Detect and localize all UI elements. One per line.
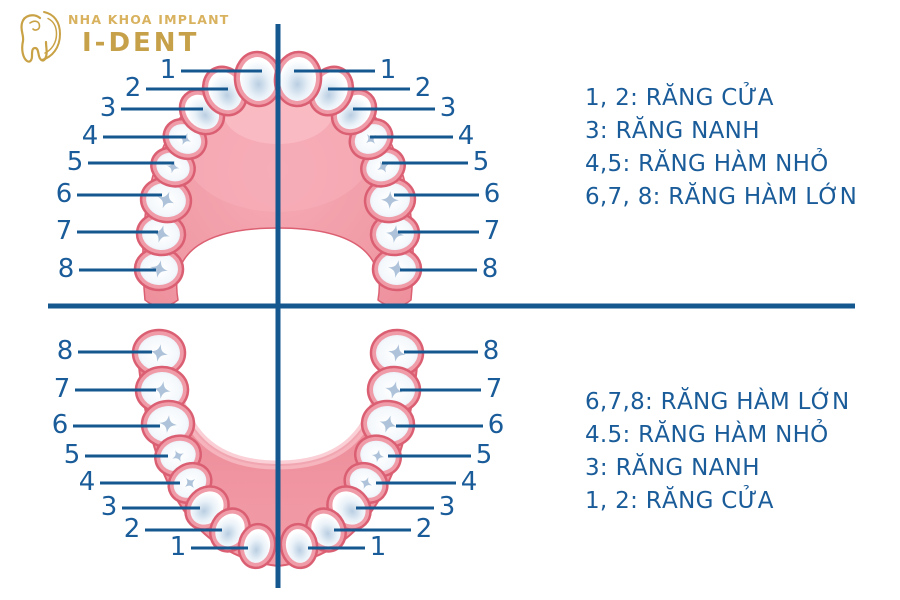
- tooth-fissure-icon: [179, 133, 191, 145]
- tooth-number-lower-left-7: 7: [54, 374, 71, 404]
- tooth-fissure-icon: [153, 381, 171, 399]
- tooth-number-lower-left-2: 2: [124, 514, 141, 544]
- tooth-number-lower-right-5: 5: [476, 440, 493, 470]
- tooth-crown: [279, 57, 317, 101]
- legend-line: 6,7, 8: RĂNG HÀM LỚN: [585, 184, 858, 210]
- tooth-fissure-icon: [377, 161, 389, 173]
- tooth-crown: [215, 513, 245, 547]
- tooth-number-lower-right-2: 2: [416, 514, 433, 544]
- tooth-fissure-icon: [388, 260, 406, 278]
- tooth-number-upper-right-5: 5: [473, 147, 490, 177]
- tooth-fissure-icon: [166, 160, 180, 174]
- tooth-number-lower-left-1: 1: [170, 532, 187, 562]
- tooth-fissure-icon: [371, 449, 385, 463]
- tooth-upper-right-8: [371, 246, 423, 292]
- tooth-lower-left-1: [237, 522, 277, 570]
- tooth-number-upper-left-8: 8: [58, 254, 75, 284]
- brand-tagline: NHA KHOA IMPLANT: [68, 12, 230, 27]
- tooth-number-upper-left-7: 7: [56, 216, 73, 246]
- brand-logo: NHA KHOA IMPLANT I-DENT: [10, 4, 240, 66]
- tooth-crown: [311, 513, 341, 547]
- tooth-number-upper-left-1: 1: [160, 55, 177, 85]
- tooth-number-lower-right-8: 8: [483, 336, 500, 366]
- tooth-fissure-icon: [184, 477, 196, 489]
- tooth-fissure-icon: [381, 191, 399, 209]
- tooth-fissure-icon: [152, 225, 170, 243]
- tooth-fissure-icon: [150, 260, 168, 278]
- legend-line: 1, 2: RĂNG CỬA: [585, 85, 774, 111]
- tooth-number-lower-left-3: 3: [101, 492, 118, 522]
- tooth-fissure-icon: [388, 344, 406, 362]
- tooth-upper-left-1: [233, 50, 283, 108]
- tooth-crown: [243, 529, 271, 563]
- tooth-fissure-icon: [150, 344, 168, 362]
- legend-line: 4,5: RĂNG HÀM NHỎ: [585, 151, 829, 177]
- tooth-fissure-icon: [159, 415, 177, 433]
- tooth-number-upper-left-4: 4: [82, 121, 99, 151]
- tooth-logo-icon: [20, 11, 62, 63]
- tooth-number-upper-right-4: 4: [458, 121, 475, 151]
- tooth-number-upper-left-5: 5: [67, 147, 84, 177]
- tooth-number-lower-right-7: 7: [486, 374, 503, 404]
- tooth-fissure-icon: [172, 450, 184, 462]
- tooth-number-lower-right-4: 4: [461, 467, 478, 497]
- tooth-number-upper-right-7: 7: [484, 216, 501, 246]
- tooth-crown: [285, 529, 313, 563]
- tooth-number-upper-left-6: 6: [56, 179, 73, 209]
- tooth-fissure-icon: [157, 191, 175, 209]
- tooth-lower-right-1: [279, 522, 319, 570]
- tooth-number-lower-right-6: 6: [488, 410, 505, 440]
- tooth-number-upper-right-2: 2: [415, 73, 432, 103]
- tooth-crown: [208, 71, 242, 111]
- tooth-fissure-icon: [379, 415, 397, 433]
- tooth-number-lower-right-3: 3: [439, 492, 456, 522]
- tooth-upper-right-1: [273, 50, 323, 108]
- tooth-upper-left-7: [135, 211, 187, 257]
- tooth-number-upper-right-3: 3: [440, 93, 457, 123]
- legend-line: 4.5: RĂNG HÀM NHỎ: [585, 422, 829, 448]
- legend-line: 6,7,8: RĂNG HÀM LỚN: [585, 389, 850, 415]
- legend-line: 3: RĂNG NANH: [585, 118, 760, 144]
- tooth-number-upper-right-8: 8: [482, 254, 499, 284]
- tooth-number-lower-left-4: 4: [79, 467, 96, 497]
- tooth-lower-right-8: [369, 328, 425, 378]
- tooth-number-lower-left-5: 5: [64, 440, 81, 470]
- tooth-fissure-icon: [386, 225, 404, 243]
- tooth-number-upper-right-6: 6: [484, 179, 501, 209]
- legend-line: 1, 2: RĂNG CỬA: [585, 488, 774, 514]
- tooth-number-upper-left-2: 2: [125, 73, 142, 103]
- upper-teeth-legend: 1, 2: RĂNG CỬA 3: RĂNG NANH 4,5: RĂNG HÀ…: [585, 82, 895, 214]
- tooth-number-lower-left-6: 6: [52, 410, 69, 440]
- tooth-number-lower-left-8: 8: [57, 336, 74, 366]
- tooth-upper-left-8: [133, 246, 185, 292]
- tooth-number-lower-right-1: 1: [370, 532, 387, 562]
- tooth-number-upper-right-1: 1: [380, 55, 397, 85]
- tooth-crown: [314, 71, 348, 111]
- tooth-fissure-icon: [360, 477, 372, 489]
- lower-teeth-legend: 6,7,8: RĂNG HÀM LỚN 4.5: RĂNG HÀM NHỎ 3:…: [585, 386, 895, 518]
- tooth-lower-right-6: [360, 399, 416, 449]
- brand-name: I-DENT: [82, 28, 200, 58]
- legend-line: 3: RĂNG NANH: [585, 455, 760, 481]
- tooth-number-upper-left-3: 3: [100, 93, 117, 123]
- tooth-fissure-icon: [385, 381, 403, 399]
- tooth-crown: [239, 57, 277, 101]
